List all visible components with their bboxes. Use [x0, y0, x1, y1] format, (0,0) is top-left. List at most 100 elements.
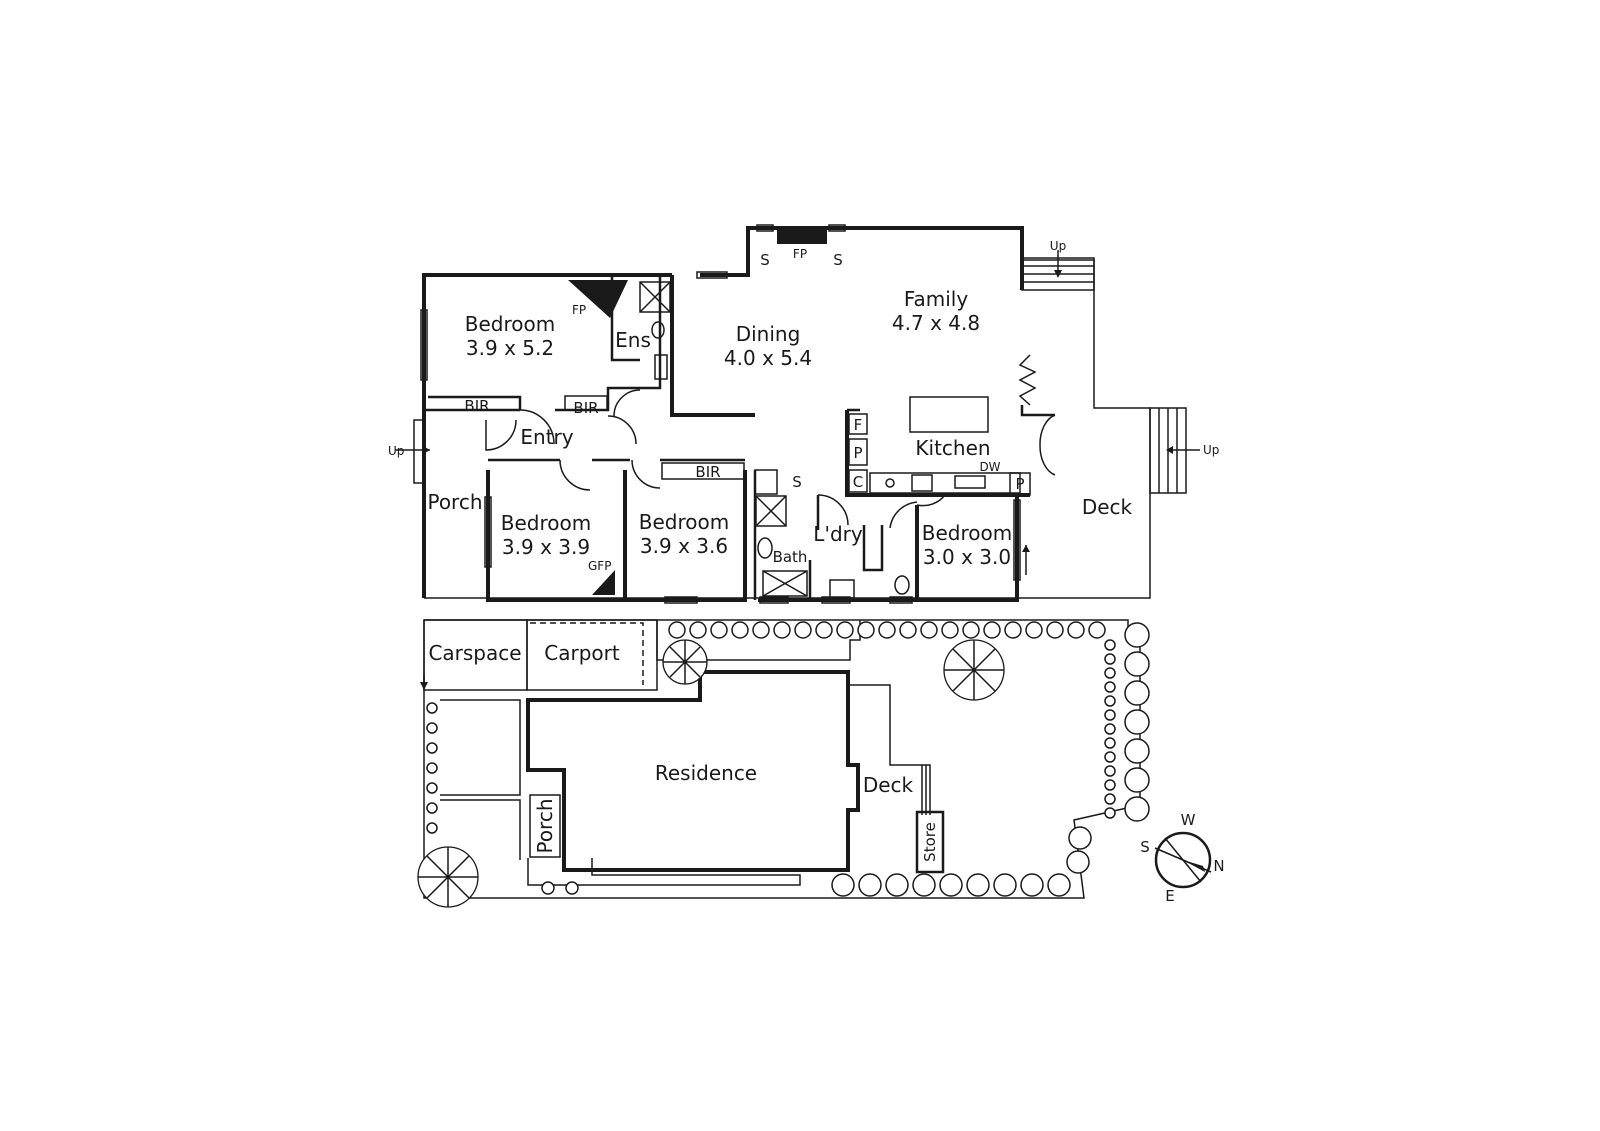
shrub: [565, 881, 579, 895]
fp-family-label: FP: [793, 247, 807, 261]
site-porch-label: Porch: [533, 798, 557, 853]
ldry-label: L'dry: [813, 522, 863, 546]
shrub: [1004, 621, 1022, 639]
shrub: [794, 621, 812, 639]
shrub: [1124, 651, 1150, 677]
dining-name: Dining: [736, 322, 801, 346]
up-porch-label: Up: [388, 444, 404, 458]
shrub: [836, 621, 854, 639]
shrub: [668, 621, 686, 639]
shrub: [993, 873, 1017, 897]
bedroom-3-size: 3.9 x 3.6: [640, 534, 728, 558]
shrub: [1124, 622, 1150, 648]
family-name: Family: [904, 287, 969, 311]
up-right-label: Up: [1203, 443, 1219, 457]
shrub: [831, 873, 855, 897]
compass-e: E: [1165, 887, 1174, 905]
carport-label: Carport: [544, 641, 620, 665]
shrub: [773, 621, 791, 639]
shrub: [983, 621, 1001, 639]
shrub: [426, 822, 438, 834]
dw-label: DW: [979, 460, 1000, 474]
up-top-label: Up: [1050, 239, 1066, 253]
site-vegetation: [417, 639, 1005, 908]
shrub: [1068, 826, 1092, 850]
shrub: [426, 722, 438, 734]
shrub: [731, 621, 749, 639]
entry-label: Entry: [520, 425, 573, 449]
bir-label-2: BIR: [573, 399, 598, 417]
gfp-label: GFP: [588, 559, 611, 573]
compass: W S N E: [1140, 811, 1224, 905]
shrub: [1046, 621, 1064, 639]
shrub: [426, 742, 438, 754]
s-left-label: S: [760, 251, 770, 269]
house-labels: Bedroom 3.9 x 5.2 FP Ens BIR BIR Entry P…: [388, 239, 1219, 573]
p2-label: P: [1015, 475, 1024, 493]
dining-size: 4.0 x 5.4: [724, 346, 812, 370]
s-right-label: S: [833, 251, 843, 269]
f-label: F: [854, 416, 863, 434]
bedroom-main-size: 3.9 x 5.2: [466, 336, 554, 360]
shrub: [1104, 793, 1116, 805]
shrub: [1088, 621, 1106, 639]
shrub: [899, 621, 917, 639]
shrub: [939, 873, 963, 897]
shrub: [1104, 765, 1116, 777]
shrub: [1124, 709, 1150, 735]
shrub: [1104, 653, 1116, 665]
shrub: [1104, 639, 1116, 651]
shrub: [1124, 738, 1150, 764]
c-label: C: [853, 473, 863, 491]
shrub: [710, 621, 728, 639]
shrub: [426, 762, 438, 774]
bedroom-main-name: Bedroom: [465, 312, 555, 336]
site-plan: [420, 619, 1141, 899]
shrub: [1104, 779, 1116, 791]
shrub: [426, 802, 438, 814]
carspace-label: Carspace: [428, 641, 521, 665]
tree-carport: [662, 639, 708, 685]
shrub: [1104, 723, 1116, 735]
shrub: [912, 873, 936, 897]
bath-label: Bath: [773, 548, 808, 566]
bedroom-2-size: 3.9 x 3.9: [502, 535, 590, 559]
bedroom-4-name: Bedroom: [922, 521, 1012, 545]
shrub: [426, 782, 438, 794]
shrub: [1104, 737, 1116, 749]
house-walls: [395, 224, 1200, 604]
shrub: [1066, 850, 1090, 874]
ens-label: Ens: [615, 328, 651, 352]
store-label: Store: [921, 822, 939, 862]
shrub: [857, 621, 875, 639]
bedroom-2-name: Bedroom: [501, 511, 591, 535]
tree-left: [417, 846, 479, 908]
s-linen-label: S: [792, 473, 802, 491]
shrub: [815, 621, 833, 639]
shrub: [1025, 621, 1043, 639]
fp-main-label: FP: [572, 303, 586, 317]
shrub: [1104, 751, 1116, 763]
bir-label-1: BIR: [464, 397, 489, 415]
shrub: [858, 873, 882, 897]
shrub: [1124, 796, 1150, 822]
family-size: 4.7 x 4.8: [892, 311, 980, 335]
shrub: [878, 621, 896, 639]
bedroom-4-size: 3.0 x 3.0: [923, 545, 1011, 569]
kitchen-label: Kitchen: [915, 436, 990, 460]
site-labels: Carspace Carport Residence Porch Deck St…: [428, 641, 939, 862]
bedroom-3-name: Bedroom: [639, 510, 729, 534]
deck-label: Deck: [1082, 495, 1133, 519]
shrub: [1047, 873, 1071, 897]
shrub: [689, 621, 707, 639]
bir-label-3: BIR: [695, 463, 720, 481]
p1-label: P: [853, 444, 862, 462]
compass-n: N: [1213, 857, 1224, 875]
shrub: [966, 873, 990, 897]
shrub: [752, 621, 770, 639]
shrub: [1104, 667, 1116, 679]
shrub: [1104, 709, 1116, 721]
shrub: [1124, 767, 1150, 793]
shrub: [941, 621, 959, 639]
